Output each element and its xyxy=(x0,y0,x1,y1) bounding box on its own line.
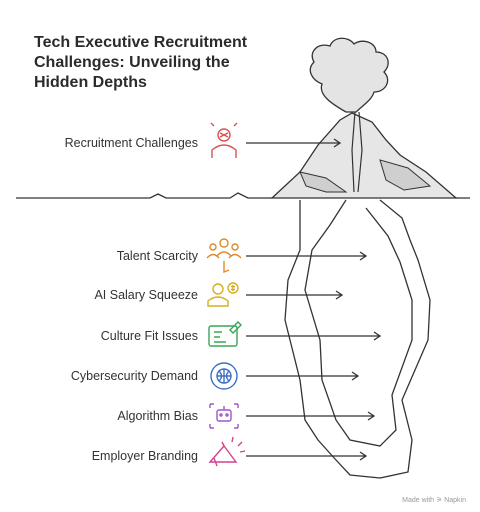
vent xyxy=(351,111,363,193)
eruption-cloud xyxy=(309,37,389,113)
label-ai-salary-squeeze: AI Salary Squeeze xyxy=(94,288,198,302)
page-title: Tech Executive Recruitment Challenges: U… xyxy=(34,34,248,91)
shield-globe-icon xyxy=(210,362,238,390)
arrow-3 xyxy=(246,290,344,300)
arrow-4 xyxy=(246,331,382,341)
submerged-inner-outline xyxy=(304,199,413,447)
person-money-icon xyxy=(207,282,239,307)
label-cybersecurity-demand: Cybersecurity Demand xyxy=(70,369,198,383)
board-pen-icon xyxy=(208,321,242,347)
iceberg-tip-shade xyxy=(299,159,432,193)
robot-icon xyxy=(209,403,239,429)
arrow-1 xyxy=(246,138,342,148)
arrow-7 xyxy=(246,451,368,461)
submerged-outline xyxy=(284,199,431,479)
label-recruitment-challenges: Recruitment Challenges xyxy=(64,136,198,150)
arrow-2 xyxy=(246,251,368,261)
label-employer-branding: Employer Branding xyxy=(91,449,198,463)
label-talent-scarcity: Talent Scarcity xyxy=(116,249,198,263)
waterline xyxy=(16,192,470,199)
arrow-5 xyxy=(246,371,360,381)
label-algorithm-bias: Algorithm Bias xyxy=(117,409,198,423)
people-group-icon xyxy=(206,238,242,274)
person-alert-icon xyxy=(210,122,238,158)
arrow-6 xyxy=(246,411,376,421)
arrows xyxy=(246,138,382,461)
label-culture-fit-issues: Culture Fit Issues xyxy=(100,329,198,343)
footer-credit[interactable]: Made with ⚞ Napkin xyxy=(402,497,466,504)
megaphone-icon xyxy=(208,436,246,467)
